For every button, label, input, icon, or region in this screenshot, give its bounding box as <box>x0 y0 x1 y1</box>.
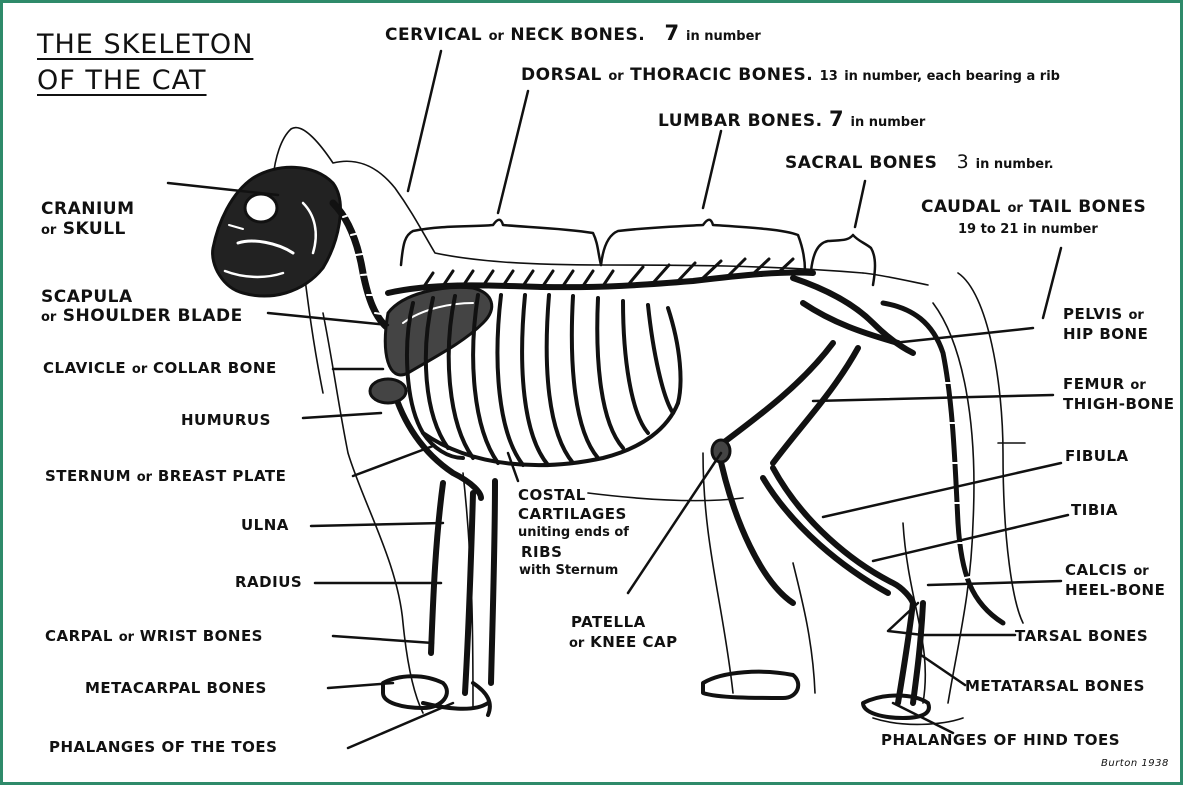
diagram-title-line2: OF THE CAT <box>37 67 207 94</box>
cervical-vertebrae <box>333 203 388 328</box>
label-costal-line1: COSTAL <box>518 488 586 503</box>
label-metacarpal: METACARPAL BONES <box>85 681 267 696</box>
artist-signature: Burton 1938 <box>1101 759 1169 769</box>
label-phalanges-toes: PHALANGES OF THE TOES <box>49 740 277 755</box>
label-cranium-line1: CRANIUM <box>41 201 135 218</box>
front-leg <box>393 388 495 693</box>
label-phalanges-hind: PHALANGES OF HIND TOES <box>881 733 1181 748</box>
label-clavicle: CLAVICLE or COLLAR BONE <box>43 361 277 376</box>
tail-drawing <box>883 303 1003 623</box>
label-scapula-line2: or SHOULDER BLADE <box>41 308 243 325</box>
cat-skeleton-illustration <box>3 3 1183 788</box>
label-dorsal: DORSAL or THORACIC BONES. 13 in number, … <box>521 67 1060 84</box>
skull-drawing <box>213 167 341 296</box>
label-pelvis-line1: PELVIS or <box>1063 307 1144 322</box>
hind-paws <box>703 672 929 718</box>
label-patella-line1: PATELLA <box>571 615 646 630</box>
label-tarsal: TARSAL BONES <box>1015 629 1148 644</box>
label-cervical: CERVICAL or NECK BONES. 7 in number <box>385 23 761 44</box>
label-humurus: HUMURUS <box>181 413 271 428</box>
label-sternum: STERNUM or BREAST PLATE <box>45 469 286 484</box>
label-caudal-count: 19 to 21 in number <box>958 223 1098 236</box>
label-ulna: ULNA <box>241 518 289 533</box>
label-costal-line3: uniting ends of <box>518 526 629 539</box>
label-radius: RADIUS <box>235 575 302 590</box>
label-metatarsal: METATARSAL BONES <box>965 679 1181 694</box>
label-pelvis-line2: HIP BONE <box>1063 327 1148 342</box>
label-caudal: CAUDAL or TAIL BONES <box>921 199 1146 216</box>
label-calcis-line2: HEEL-BONE <box>1065 583 1181 598</box>
label-patella-line2: or KNEE CAP <box>569 635 678 650</box>
hind-leg <box>718 343 923 703</box>
label-costal-line5: with Sternum <box>519 564 618 577</box>
label-femur-line1: FEMUR or <box>1063 377 1146 392</box>
label-costal-line2: CARTILAGES <box>518 507 627 522</box>
label-carpal: CARPAL or WRIST BONES <box>45 629 263 644</box>
label-femur-line2: THIGH-BONE <box>1063 397 1181 412</box>
label-sacral: SACRAL BONES 3 in number. <box>785 153 1054 172</box>
label-cranium-line2: or SKULL <box>41 221 126 238</box>
label-tibia: TIBIA <box>1071 503 1118 518</box>
label-fibula: FIBULA <box>1065 449 1129 464</box>
diagram-title-line1: THE SKELETON <box>37 31 253 58</box>
label-lumbar: LUMBAR BONES. 7 in number <box>658 109 925 130</box>
label-scapula-line1: SCAPULA <box>41 289 133 306</box>
label-calcis-line1: CALCIS or <box>1065 563 1149 578</box>
label-costal-line4: RIBS <box>521 545 562 560</box>
